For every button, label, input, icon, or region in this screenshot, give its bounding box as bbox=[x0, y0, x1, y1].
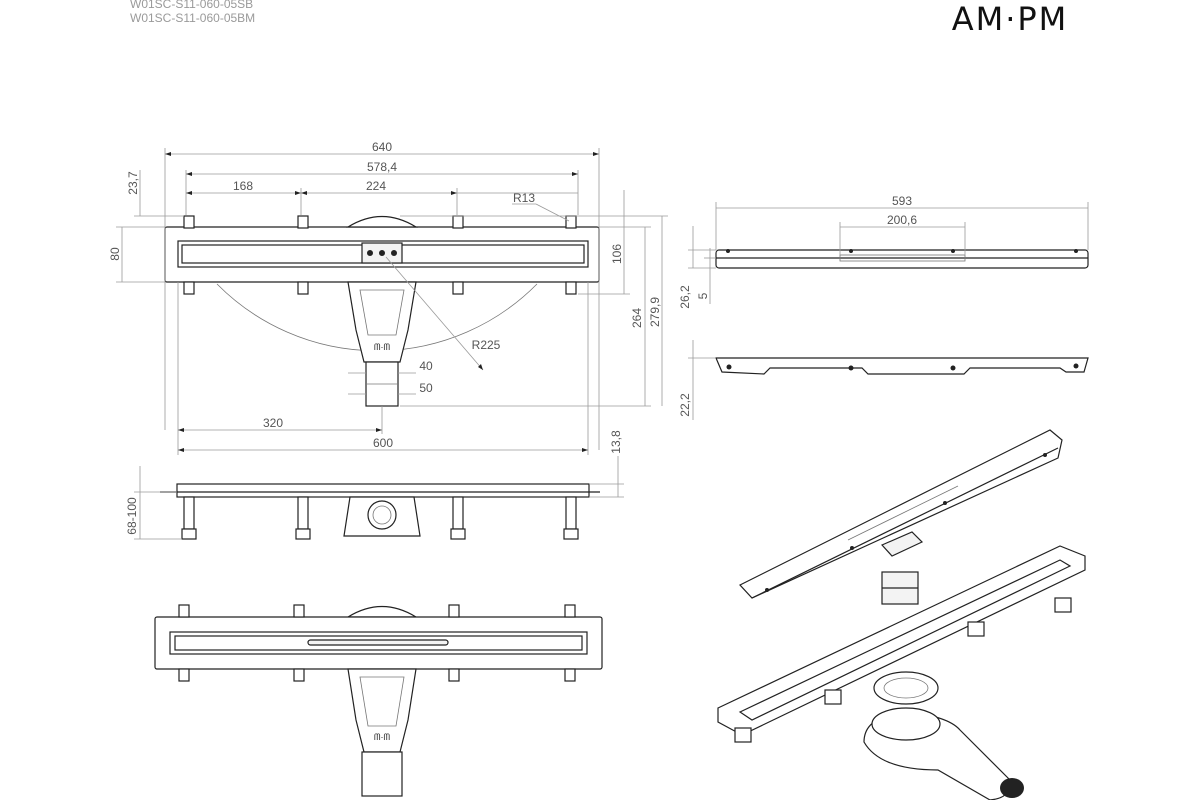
dim-depth-106: 106 bbox=[610, 244, 624, 264]
side-feet bbox=[181, 496, 579, 540]
dim-corner-radius: R13 bbox=[513, 191, 535, 205]
side-view: 13,8 68-100 bbox=[125, 430, 624, 540]
dim-grate-thickness: 5 bbox=[696, 292, 710, 299]
grate-plan: 593 200,6 26,2 5 bbox=[678, 194, 1089, 309]
dim-edge-offset: 23,7 bbox=[126, 171, 140, 195]
dim-slot-length: 200,6 bbox=[887, 213, 917, 227]
svg-text:ᗰ·ᗰ: ᗰ·ᗰ bbox=[374, 342, 390, 352]
dim-depth-279: 279,9 bbox=[648, 297, 662, 327]
siphon-funnel bbox=[347, 281, 417, 363]
grate-view: ᗰ·ᗰ bbox=[154, 604, 603, 797]
brand-logo: AM·PM bbox=[952, 0, 1069, 38]
dim-half-length: 320 bbox=[263, 416, 283, 430]
svg-text:ᗰ·ᗰ: ᗰ·ᗰ bbox=[374, 732, 390, 742]
model-code-1: W01SC-S11-060-05SB bbox=[130, 0, 254, 11]
side-body bbox=[176, 483, 590, 498]
trap-dome bbox=[345, 216, 419, 228]
iso-body bbox=[717, 545, 1086, 736]
dim-trap-radius: R225 bbox=[472, 338, 501, 352]
top-view: ᗰ·ᗰ 640 578,4 bbox=[108, 140, 668, 455]
drain-channel bbox=[177, 240, 589, 268]
dim-profile-height: 22,2 bbox=[678, 393, 692, 417]
dim-body-length: 600 bbox=[373, 436, 393, 450]
iso-trap-top bbox=[873, 671, 939, 705]
grate-profile: 22,2 bbox=[678, 340, 1089, 420]
isometric-assembly bbox=[717, 429, 1086, 800]
model-code-2: W01SC-S11-060-05BM bbox=[130, 11, 256, 25]
dim-pitch-mid: 224 bbox=[366, 179, 386, 193]
dim-height-range: 68-100 bbox=[125, 497, 139, 535]
dim-grate-length: 593 bbox=[892, 194, 912, 208]
grate-slot bbox=[307, 639, 449, 646]
dim-depth-264: 264 bbox=[630, 308, 644, 328]
dim-slot-span: 578,4 bbox=[367, 160, 397, 174]
dim-outlet-40: 40 bbox=[419, 359, 433, 373]
dim-overall-length: 640 bbox=[372, 140, 392, 154]
dim-body-width: 80 bbox=[108, 247, 122, 261]
dim-flange: 13,8 bbox=[609, 430, 623, 454]
iso-insert bbox=[880, 531, 924, 557]
dim-outlet-50: 50 bbox=[419, 381, 433, 395]
leveling-feet-top bbox=[183, 215, 577, 295]
dim-pitch-left: 168 bbox=[233, 179, 253, 193]
dim-grate-height: 26,2 bbox=[678, 285, 692, 309]
